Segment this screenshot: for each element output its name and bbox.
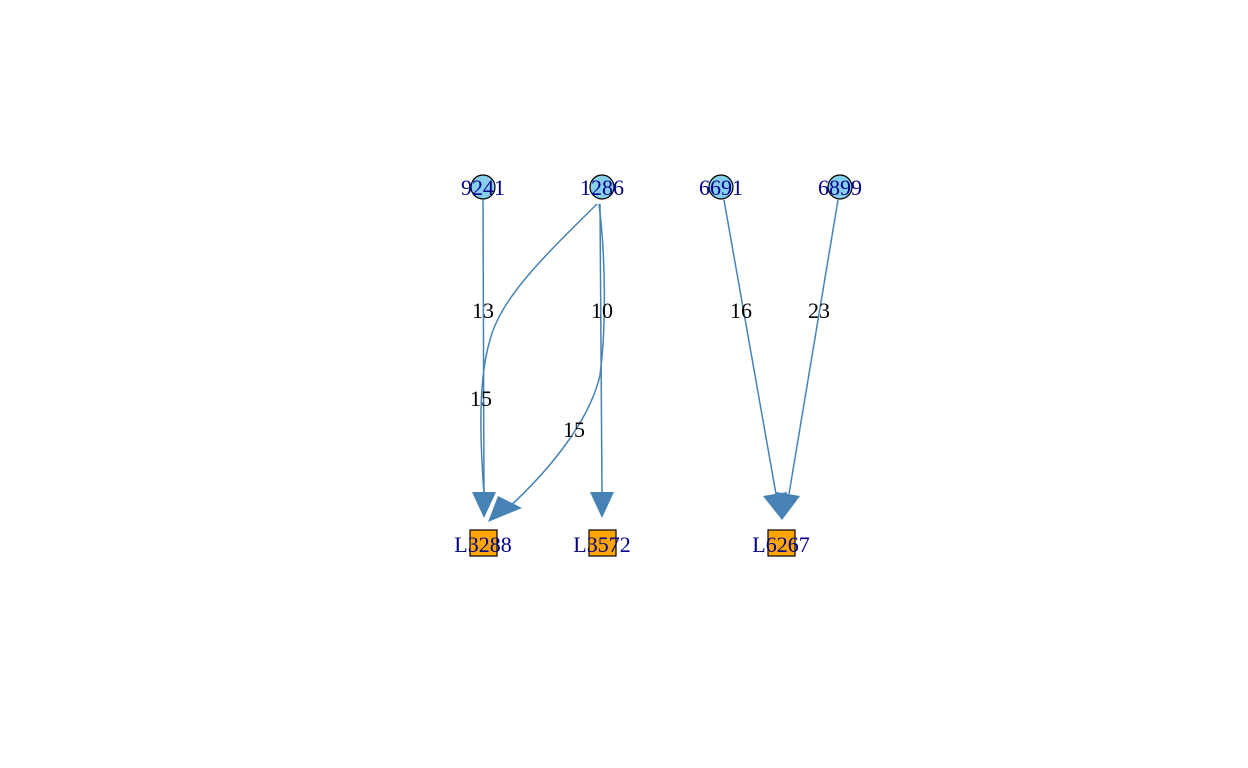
- edge-line: [599, 203, 603, 495]
- arrowhead: [472, 492, 496, 518]
- edge-label: 23: [808, 298, 830, 323]
- node-label: 1286: [580, 175, 624, 200]
- node-l6267[interactable]: L6267: [752, 529, 810, 557]
- edge-line: [480, 203, 598, 495]
- node-6899[interactable]: 6899: [818, 174, 862, 200]
- edge-labels-group: 13 15 10 15 16 23: [470, 298, 830, 442]
- node-label: 6899: [818, 175, 862, 200]
- node-label: 6691: [699, 175, 743, 200]
- node-9241[interactable]: 9241: [461, 174, 505, 200]
- edge-line: [482, 199, 485, 495]
- node-circle[interactable]: [470, 174, 496, 200]
- edge-line: [788, 199, 839, 495]
- node-l3288[interactable]: L3288: [454, 529, 512, 557]
- target-nodes-group: L3288 L3572 L6267: [454, 529, 810, 557]
- edge-1286-l3288-a: [480, 203, 598, 495]
- node-square[interactable]: [469, 529, 498, 557]
- node-label: L3572: [573, 532, 630, 557]
- edge-label: 15: [563, 417, 585, 442]
- edge-label: 16: [730, 298, 752, 323]
- node-label: 9241: [461, 175, 505, 200]
- edge-1286-l3288-b: [488, 203, 606, 522]
- edge-6691-l6267: [723, 199, 787, 520]
- arrowhead: [488, 496, 522, 522]
- edge-label: 13: [472, 298, 494, 323]
- node-6691[interactable]: 6691: [699, 174, 743, 200]
- edge-line: [723, 199, 777, 495]
- node-1286[interactable]: 1286: [580, 174, 624, 200]
- node-circle[interactable]: [708, 174, 734, 200]
- node-label: L3288: [454, 532, 511, 557]
- source-nodes-group: 9241 1286 6691 6899: [461, 174, 862, 200]
- edge-line: [505, 203, 606, 511]
- node-circle[interactable]: [827, 174, 853, 200]
- node-square[interactable]: [588, 529, 617, 557]
- edge-label: 15: [470, 386, 492, 411]
- edge-1286-l3572: [590, 203, 614, 518]
- edge-9241-l3288: [472, 199, 496, 518]
- node-square[interactable]: [767, 529, 796, 557]
- edge-6899-l6267: [776, 199, 839, 520]
- node-label: L6267: [752, 532, 809, 557]
- arrowhead: [590, 492, 614, 518]
- arrowhead: [776, 492, 800, 520]
- node-circle[interactable]: [589, 174, 615, 200]
- edge-label: 10: [591, 298, 613, 323]
- node-l3572[interactable]: L3572: [573, 529, 631, 557]
- edges-group: [472, 199, 839, 522]
